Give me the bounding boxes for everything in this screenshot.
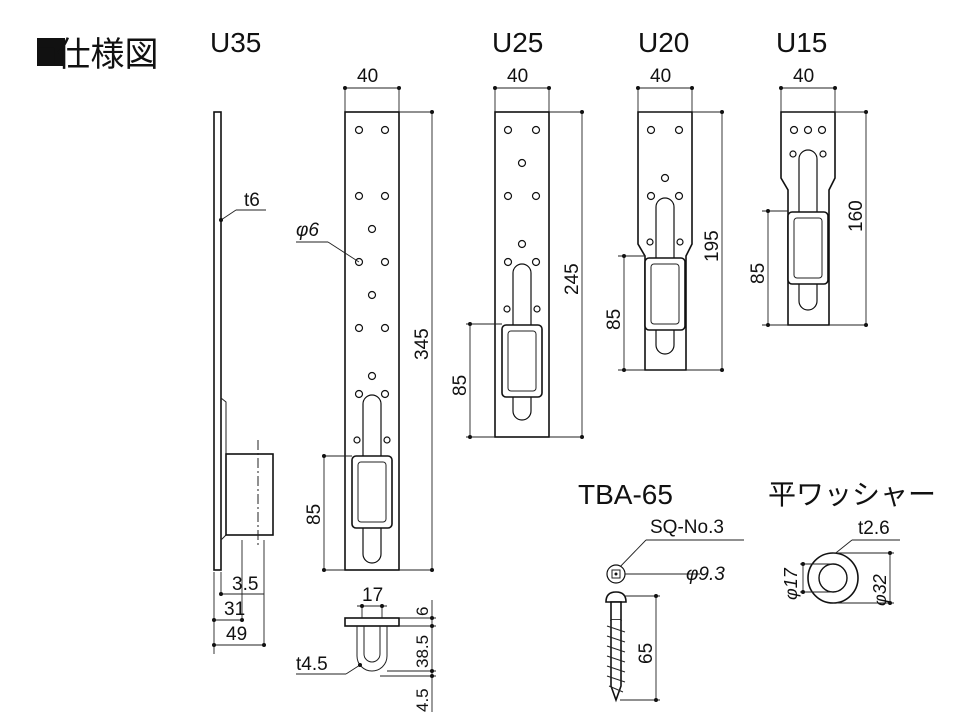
u25-stirrup — [501, 324, 543, 398]
dim-49: 49 — [226, 624, 247, 645]
u15-stirrup — [787, 211, 829, 285]
screw-dia-label: φ9.3 — [686, 564, 725, 585]
hole-dia-label: φ6 — [296, 220, 319, 241]
side-plate — [213, 111, 222, 571]
side-stirrup — [225, 453, 274, 536]
stirrup-width-label: 17 — [362, 585, 383, 606]
model-label-u20: U20 — [638, 27, 689, 58]
screw-name: TBA-65 — [578, 479, 673, 510]
u20-bottom-label: 85 — [604, 309, 625, 330]
washer-name: 平ワッシャー — [768, 479, 936, 510]
u15-bottom-label: 85 — [748, 263, 769, 284]
u25-width-label: 40 — [507, 66, 528, 87]
screw-detail: TBA-65 SQ-No.3 φ9.3 65 — [578, 479, 744, 703]
u35-stirrup-detail: 17 t4.5 6 38.5 4.5 — [296, 585, 436, 712]
u25-bottom-label: 85 — [450, 375, 471, 396]
u35-width-label: 40 — [357, 66, 378, 87]
u20-front-view: 40 195 85 — [604, 66, 724, 372]
u35-bottom-label: 85 — [304, 504, 325, 525]
model-label-u35: U35 — [210, 27, 261, 58]
u15-front-view: 40 160 85 — [748, 66, 868, 327]
u20-stirrup — [644, 257, 686, 331]
u20-height-label: 195 — [702, 230, 723, 262]
u35-height-label: 345 — [412, 328, 433, 360]
thickness-label: t6 — [244, 190, 260, 211]
stirrup-mid-label: 38.5 — [413, 635, 432, 668]
screw-head-label: SQ-No.3 — [650, 517, 724, 538]
u15-width-label: 40 — [793, 66, 814, 87]
stirrup-top-plate — [344, 617, 400, 627]
washer-inner — [818, 563, 848, 593]
u25-height-label: 245 — [562, 263, 583, 295]
dim-31: 31 — [224, 599, 245, 620]
u35-side-view: t6 3.5 31 49 — [212, 111, 274, 654]
model-label-u25: U25 — [492, 27, 543, 58]
washer-thickness-label: t2.6 — [858, 518, 890, 539]
page-title: ■仕様図 — [36, 36, 159, 74]
title-square-icon — [37, 38, 65, 66]
u35-stirrup — [351, 455, 393, 529]
model-label-u15: U15 — [776, 27, 827, 58]
washer-outer-label: φ32 — [870, 574, 890, 606]
screw-length-label: 65 — [636, 643, 657, 664]
dim-3-5: 3.5 — [232, 574, 258, 595]
washer-detail: 平ワッシャー t2.6 φ17 φ32 — [768, 479, 936, 606]
u25-front-view: 40 245 85 — [450, 66, 584, 439]
u20-width-label: 40 — [650, 66, 671, 87]
stirrup-thickness-label: t4.5 — [296, 654, 328, 675]
u35-front-view: 40 φ6 345 85 — [296, 66, 434, 572]
washer-inner-label: φ17 — [781, 567, 801, 600]
stirrup-top-label: 6 — [413, 607, 432, 616]
u15-height-label: 160 — [846, 200, 867, 232]
stirrup-bottom-label: 4.5 — [413, 688, 432, 712]
